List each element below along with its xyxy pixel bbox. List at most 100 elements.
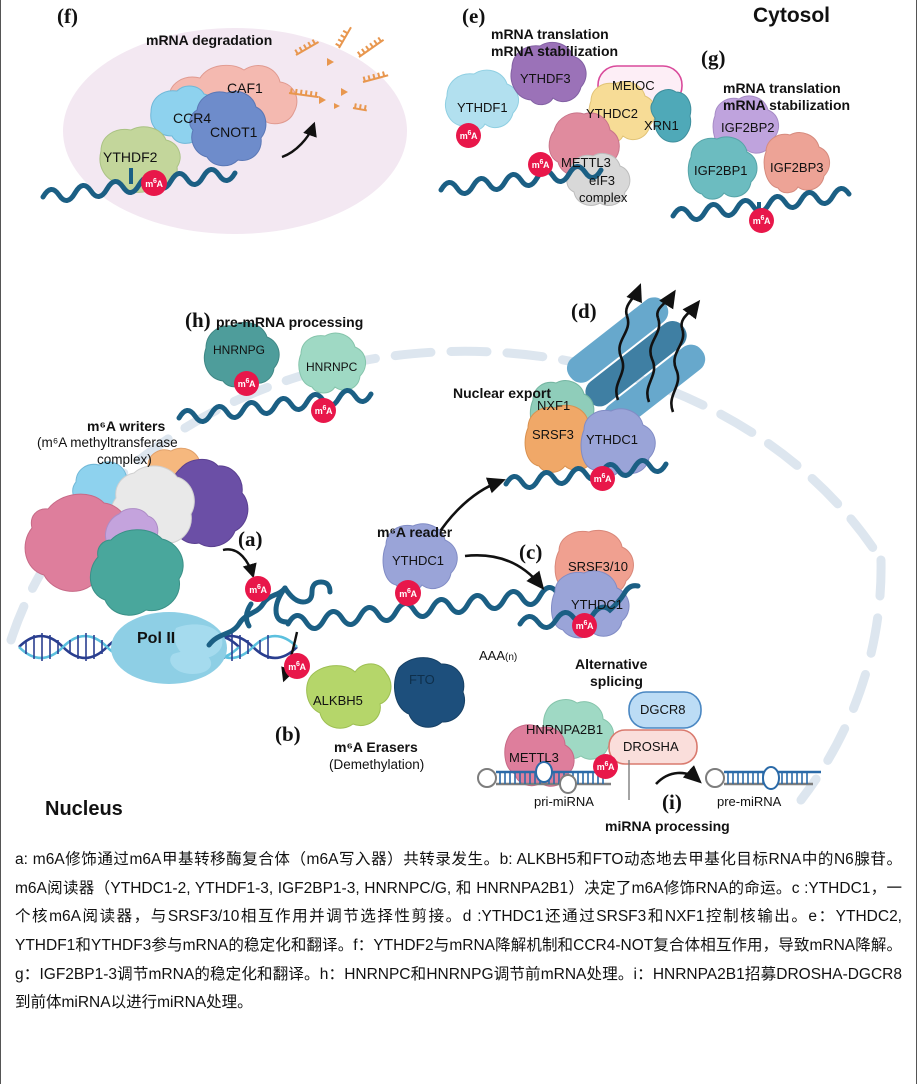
fto-label: FTO <box>409 672 435 687</box>
pre-mrna-strand-h <box>176 388 374 424</box>
caf1-label: CAF1 <box>227 80 263 96</box>
panel-letter-c: (c) <box>519 540 543 564</box>
pre-mirna-label: pre-miRNA <box>717 794 782 809</box>
polya-subscript: (n) <box>505 652 518 663</box>
m6a-text: m6A <box>459 130 478 141</box>
mirna-processing-arrow <box>655 765 702 785</box>
m6a-writer-complex <box>24 447 249 616</box>
m6a-reader-heading: m⁶A reader <box>377 524 453 540</box>
m6a-mark-d: m6A <box>590 466 615 491</box>
dgcr8-protein <box>628 691 702 729</box>
figure-caption: a: m6A修饰通过m6A甲基转移酶复合体（m6A写入器）共转录发生。b: AL… <box>15 851 902 1012</box>
pri-mirna-label: pri-miRNA <box>534 794 594 809</box>
m6a-text: m6A <box>314 405 333 416</box>
alkbh5-label: ALKBH5 <box>313 693 363 708</box>
alternative-splicing-heading-2: splicing <box>590 673 643 689</box>
mettl3-label-i: METTL3 <box>509 750 559 765</box>
meioc-label: MEIOC <box>612 78 655 93</box>
hnrnpg-protein <box>203 322 280 388</box>
mettl3-label-e: METTL3 <box>561 155 611 170</box>
cnot1-protein <box>189 90 267 167</box>
m6a-mark-g: m6A <box>749 208 774 233</box>
mrna-degradation-heading: mRNA degradation <box>146 32 273 48</box>
pre-mirna <box>705 766 821 790</box>
igf2bp2-label: IGF2BP2 <box>721 120 775 135</box>
igf2bp1-label: IGF2BP1 <box>694 163 748 178</box>
m6a-mark-a1: m6A <box>245 576 271 602</box>
m6a-mark-h1: m6A <box>234 371 259 396</box>
mirna-processing-heading: miRNA processing <box>605 818 730 834</box>
cytosol-label: Cytosol <box>753 4 831 27</box>
xrn1-label: XRN1 <box>644 118 679 133</box>
polya-label: AAA(n) <box>479 648 517 663</box>
pol-ii-protein <box>111 612 227 684</box>
m6a-text: m6A <box>531 159 550 170</box>
m6a-writers-sub-1: (m⁶A methyltransferase <box>37 435 178 450</box>
splicing-arrow-c <box>464 554 545 591</box>
igf2bp3-protein <box>763 132 831 194</box>
polya-text: AAA <box>479 648 506 663</box>
pol-ii-label: Pol II <box>137 630 176 647</box>
alternative-splicing-heading-1: Alternative <box>575 656 648 672</box>
ccr4-label: CCR4 <box>173 110 212 126</box>
pri-mirna <box>477 760 630 800</box>
panel-g-heading-2: mRNA stabilization <box>723 97 851 113</box>
drosha-protein <box>608 729 698 765</box>
panel-letter-b: (b) <box>275 722 301 746</box>
ythdc1-splicing-protein <box>550 570 630 639</box>
hnrnpc-label: HNRNPC <box>306 360 358 374</box>
nxf1-label: NXF1 <box>537 398 571 413</box>
degradation-arrow <box>281 121 317 159</box>
igf2bp3-label: IGF2BP3 <box>770 160 824 175</box>
fto-protein <box>394 657 465 728</box>
ythdf2-label: YTHDF2 <box>103 149 158 165</box>
dgcr8-label: DGCR8 <box>640 702 686 717</box>
eif3-label: eIF3 <box>589 173 616 188</box>
ythdc1-label-d: YTHDC1 <box>586 432 639 447</box>
m6a-mark-h2: m6A <box>311 398 336 423</box>
srsf3-label: SRSF3 <box>532 427 574 442</box>
ythdc1-reader-label: YTHDC1 <box>392 553 445 568</box>
drosha-label: DROSHA <box>623 739 679 754</box>
panel-e-heading-1: mRNA translation <box>491 26 609 42</box>
m6a-text: m6A <box>596 761 615 772</box>
ythdc2-label: YTHDC2 <box>586 106 639 121</box>
m6a-mark-e2: m6A <box>528 152 553 177</box>
m6a-mark-i: m6A <box>593 754 618 779</box>
nuclear-pore <box>566 283 706 431</box>
hnrnpg-label: HNRNPG <box>213 343 266 357</box>
m6a-mark-a2: m6A <box>284 653 310 679</box>
panel-g-heading-1: mRNA translation <box>723 80 841 96</box>
m6a-mark-c: m6A <box>572 613 597 638</box>
writer-arrow-a <box>222 548 257 579</box>
m6a-text: m6A <box>593 473 612 484</box>
m6a-erasers-heading: m⁶A Erasers <box>334 739 418 755</box>
ythdc1-reader-protein <box>382 523 458 592</box>
ythdc1-splicing-label: YTHDC1 <box>571 597 624 612</box>
panel-letter-h: (h) <box>185 308 211 332</box>
m6a-mark-reader: m6A <box>395 580 421 606</box>
nuclear-export-heading: Nuclear export <box>453 385 552 401</box>
panel-letter-a: (a) <box>238 527 263 551</box>
eif3-complex-label: complex <box>579 190 628 205</box>
srsf310-label: SRSF3/10 <box>568 559 628 574</box>
ythdf1-label: YTHDF1 <box>457 100 508 115</box>
xrn1-protein <box>650 89 692 143</box>
m6a-erasers-sub: (Demethylation) <box>329 757 425 772</box>
nucleus-label: Nucleus <box>45 798 123 820</box>
igf2bp1-protein <box>687 136 758 200</box>
panel-letter-g: (g) <box>701 46 726 70</box>
mrna-strand-e <box>438 164 604 196</box>
m6a-mark-f: m6A <box>141 170 167 196</box>
panel-letter-f: (f) <box>57 4 78 28</box>
m6a-text: m6A <box>237 378 256 389</box>
panel-e-heading-2: mRNA stabilization <box>491 43 619 59</box>
m6a-text: m6A <box>752 215 771 226</box>
nuclear-membrane-right <box>796 555 886 805</box>
m6a-mark-e1: m6A <box>456 123 481 148</box>
panel-letter-e: (e) <box>462 4 486 28</box>
degraded-rna-fragments <box>288 26 389 112</box>
m6a-text: m6A <box>399 587 417 599</box>
m6a-text: m6A <box>145 177 163 189</box>
